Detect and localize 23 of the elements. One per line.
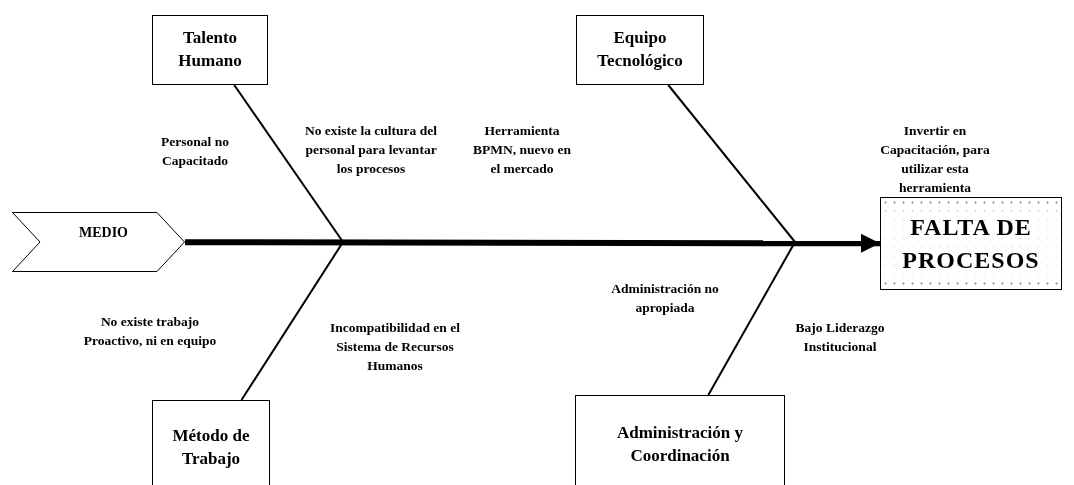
bone-line (667, 84, 796, 243)
category-box (152, 15, 268, 85)
node-label: MEDIO (79, 223, 128, 242)
bone-line (233, 84, 344, 243)
category-box (152, 400, 270, 485)
cause-label: Herramienta BPMN, nuevo en el mercado (472, 122, 572, 178)
cause-label: No existe la cultura del personal para levantar los procesos (304, 122, 438, 178)
node-label: Talento Humano (177, 27, 243, 72)
spine-arrow (185, 233, 880, 253)
cause-label: Incompatibilidad en el Sistema de Recursos Humanos (329, 319, 461, 375)
cause-label: Invertir en Capacitación, para utilizar esta herramienta (879, 122, 991, 197)
cause-label: Administración no apropiada (610, 280, 720, 317)
effect-box (880, 197, 1062, 290)
cause-label: Bajo Liderazgo Institucional (794, 319, 886, 356)
cause-label: No existe trabajo Proactivo, ni en equipo (82, 313, 218, 350)
node-label: Equipo Tecnológico (596, 27, 684, 72)
category-box (576, 15, 704, 85)
cause-label: Personal no Capacitado (160, 133, 230, 170)
category-box (575, 395, 785, 485)
node-label: Método de Trabajo (171, 424, 251, 470)
node-label: FALTA DE PROCESOS (881, 211, 1061, 276)
chevron-shape (12, 212, 185, 272)
node-label: Administración y Coordinación (615, 422, 745, 467)
